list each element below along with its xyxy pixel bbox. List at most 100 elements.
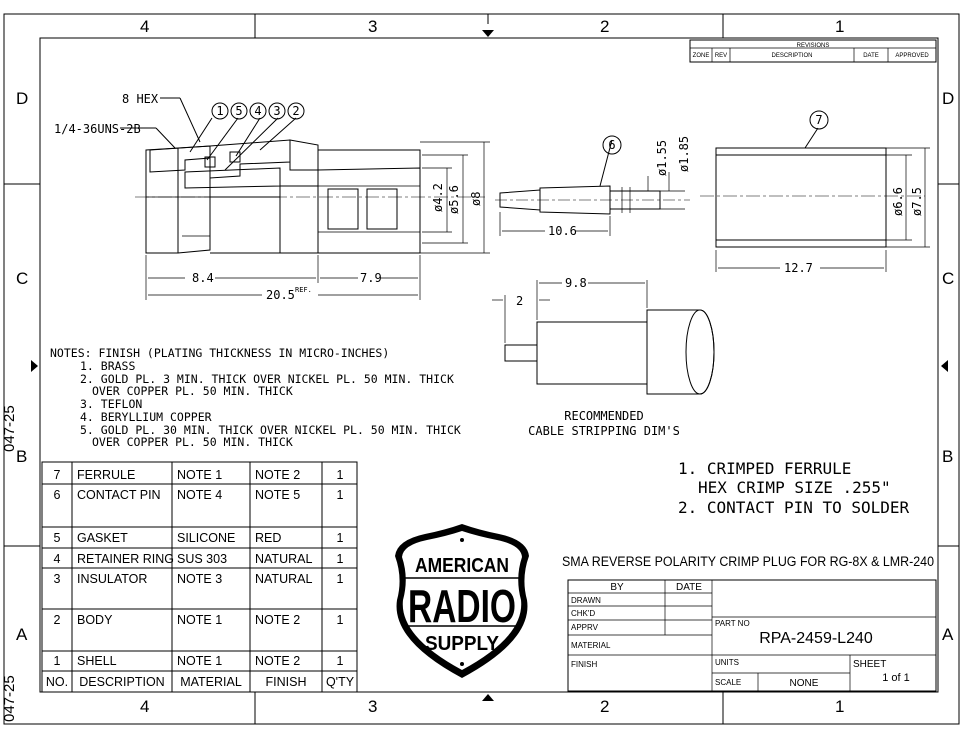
zone-col-bottom-2: 2: [600, 697, 609, 716]
bom-cell-material: SILICONE: [177, 531, 235, 545]
zone-col-top-3: 3: [368, 17, 377, 36]
strip-caption-line2: CABLE STRIPPING DIM'S: [528, 424, 680, 438]
logo-line-radio: RADIO: [408, 580, 516, 632]
bom-header-finish: FINISH: [266, 675, 307, 689]
bom-cell-no: 2: [54, 613, 61, 627]
strip-caption-line1: RECOMMENDED: [564, 409, 643, 423]
bom-cell-no: 6: [54, 488, 61, 502]
bom-header-no: NO.: [46, 675, 68, 689]
dim-len-7-9: 7.9: [360, 271, 382, 285]
tb-chkd: CHK'D: [571, 609, 595, 618]
note-line-2: 2. GOLD PL. 3 MIN. THICK OVER NICKEL PL.…: [80, 372, 454, 386]
part-balloons: [120, 97, 305, 171]
bom-cell-qty: 1: [337, 531, 344, 545]
revisions-col-date: DATE: [863, 53, 879, 59]
bom-cell-material: NOTE 3: [177, 572, 222, 586]
dim-len-2: 2: [516, 294, 523, 308]
bom-cell-finish: NATURAL: [255, 572, 312, 586]
bom-cell-qty: 1: [337, 552, 344, 566]
bom-cell-qty: 1: [337, 572, 344, 586]
zone-col-bottom-4: 4: [140, 697, 149, 716]
balloon-4: 4: [254, 104, 261, 118]
bom-cell-material: SUS 303: [177, 552, 227, 566]
zone-row-left-c: C: [16, 269, 28, 288]
revisions-col-rev: REV: [715, 53, 727, 59]
note-line-1: 1. BRASS: [80, 359, 135, 373]
drawing-title: SMA REVERSE POLARITY CRIMP PLUG FOR RG-8…: [562, 554, 934, 569]
balloon-7: 7: [815, 113, 822, 127]
note-line-3: OVER COPPER PL. 50 MIN. THICK: [92, 384, 293, 398]
bom-cell-no: 7: [54, 468, 61, 482]
balloon-1: 1: [216, 104, 223, 118]
bom-cell-finish: RED: [255, 531, 281, 545]
dim-len-12-7: 12.7: [784, 261, 813, 275]
dim-d1-55: ø1.55: [655, 140, 669, 176]
logo-line-american: AMERICAN: [415, 555, 509, 577]
bom-cell-description: CONTACT PIN: [77, 488, 161, 502]
zone-col-top-2: 2: [600, 17, 609, 36]
dim-d8: ø8: [469, 192, 483, 206]
title-block: [567, 579, 937, 692]
bom-cell-finish: NATURAL: [255, 552, 312, 566]
inner-frame: [39, 37, 939, 693]
connector-section-view: [135, 139, 485, 254]
company-logo: AMERICAN RADIO SUPPLY: [395, 524, 529, 678]
bom-cell-qty: 1: [337, 488, 344, 502]
bom-cell-no: 4: [54, 552, 61, 566]
tb-material: MATERIAL: [571, 641, 611, 650]
connector-diameter-dims: [420, 141, 490, 254]
bom-cell-no: 1: [54, 654, 61, 668]
zone-col-top-1: 1: [835, 17, 844, 36]
zone-row-left-a: A: [16, 625, 28, 644]
dim-d5-6: ø5.6: [447, 185, 461, 214]
thread-label: 1/4-36UNS-2B: [54, 122, 141, 136]
tb-sheet: SHEET: [853, 659, 886, 670]
revisions-col-description: DESCRIPTION: [771, 53, 812, 59]
hex-label: 8 HEX: [122, 92, 159, 106]
outer-frame: [3, 13, 960, 725]
bom-table: [41, 461, 358, 693]
tb-finish: FINISH: [571, 660, 597, 669]
bom-cell-description: GASKET: [77, 531, 128, 545]
dim-d6-6: ø6.6: [891, 187, 905, 216]
tb-apprv: APPRV: [571, 623, 599, 632]
tb-units: UNITS: [715, 658, 739, 667]
zone-row-right-b: B: [942, 447, 953, 466]
bom-cell-finish: NOTE 2: [255, 654, 300, 668]
bom-cell-material: NOTE 1: [177, 613, 222, 627]
bom-cell-finish: NOTE 5: [255, 488, 300, 502]
bom-cell-finish: NOTE 2: [255, 613, 300, 627]
bom-cell-description: BODY: [77, 613, 113, 627]
balloon-2: 2: [292, 104, 299, 118]
bom-cell-description: SHELL: [77, 654, 117, 668]
dim-len-9-8: 9.8: [565, 276, 587, 290]
contact-pin-view: [495, 135, 690, 236]
note-line-4: 3. TEFLON: [80, 397, 142, 411]
ferrule-view: [700, 110, 930, 272]
revisions-col-zone: ZONE: [693, 53, 710, 59]
dim-len-20-5: 20.5: [266, 288, 295, 302]
bom-cell-qty: 1: [337, 654, 344, 668]
bom-cell-description: RETAINER RING: [77, 552, 174, 566]
bom-cell-no: 5: [54, 531, 61, 545]
side-code-lower: 047-25: [1, 675, 18, 722]
bom-cell-qty: 1: [337, 468, 344, 482]
bom-cell-material: NOTE 1: [177, 468, 222, 482]
revisions-title: REVISIONS: [797, 43, 830, 49]
assembly-note-1b: HEX CRIMP SIZE .255": [698, 478, 891, 497]
note-line-5: 4. BERYLLIUM COPPER: [80, 410, 212, 424]
assembly-note-2: 2. CONTACT PIN TO SOLDER: [678, 498, 910, 517]
cable-strip-view: [492, 280, 715, 395]
connector-length-dims: [145, 255, 421, 300]
logo-line-supply: SUPPLY: [425, 633, 500, 655]
tb-part-no-label: PART NO: [715, 619, 750, 628]
dim-len-10-6: 10.6: [548, 224, 577, 238]
dim-d4-2: ø4.2: [431, 183, 445, 212]
note-line-6: 5. GOLD PL. 30 MIN. THICK OVER NICKEL PL…: [80, 423, 461, 437]
balloon-3: 3: [273, 104, 280, 118]
tb-scale-value: NONE: [790, 678, 819, 689]
balloon-5: 5: [235, 104, 242, 118]
zone-col-bottom-1: 1: [835, 697, 844, 716]
dim-d1-85: ø1.85: [677, 136, 691, 172]
